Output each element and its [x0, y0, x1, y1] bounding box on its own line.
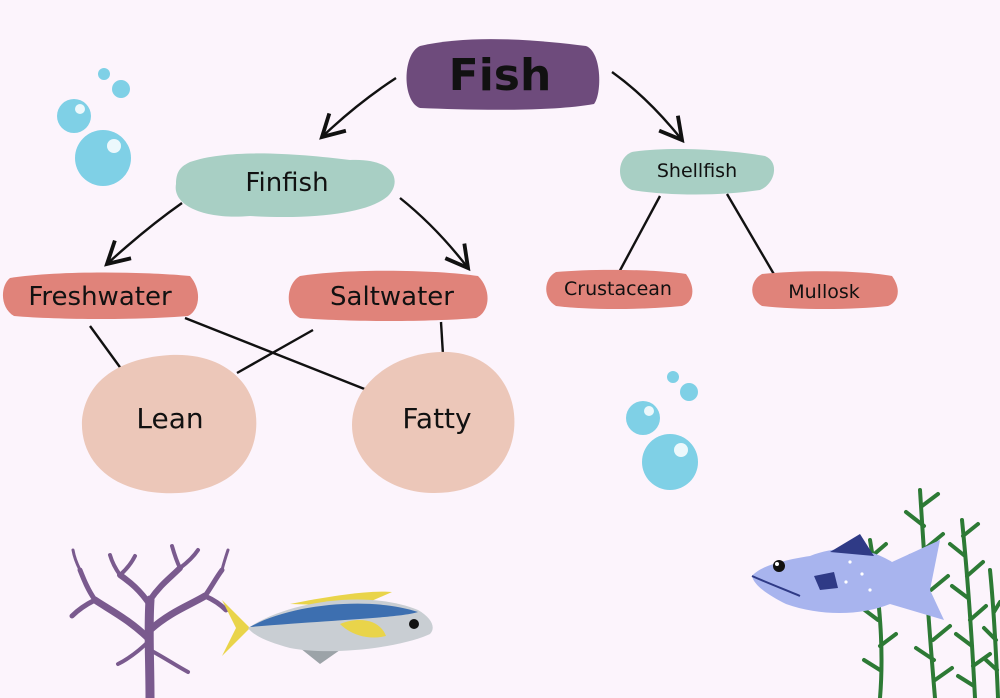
node-freshwater-label: Freshwater	[28, 282, 172, 312]
line-shellfish-to-crustacean	[615, 195, 662, 277]
connectors	[89, 71, 777, 392]
bubbles-right-icon	[626, 371, 698, 490]
line-shellfish-to-mullosk	[725, 193, 777, 277]
node-fatty-label: Fatty	[402, 402, 471, 435]
node-fish-shape	[406, 39, 600, 110]
node-freshwater: Freshwater	[2, 272, 199, 319]
node-mullosk-label: Mullosk	[788, 281, 860, 303]
node-mullosk-shape	[752, 271, 898, 309]
node-fatty-shape	[352, 351, 515, 494]
node-lean-shape	[81, 354, 257, 494]
node-shellfish-shape	[620, 149, 775, 195]
node-fatty: Fatty	[352, 351, 515, 494]
node-finfish-shape	[175, 153, 395, 218]
node-finfish-label: Finfish	[245, 168, 328, 198]
node-mullosk: Mullosk	[752, 271, 898, 309]
node-saltwater-label: Saltwater	[330, 282, 454, 312]
tuna-fish-icon	[222, 591, 433, 664]
line-freshwater-to-lean	[89, 325, 123, 371]
arrow-fish-to-shellfish	[611, 71, 685, 144]
line-saltwater-to-lean	[236, 328, 314, 375]
node-saltwater: Saltwater	[288, 270, 488, 321]
node-lean-label: Lean	[136, 402, 203, 435]
node-freshwater-shape	[2, 272, 199, 319]
node-crustacean-shape	[546, 269, 693, 309]
node-crustacean-label: Crustacean	[564, 278, 672, 300]
line-freshwater-to-fatty	[184, 316, 368, 392]
arrow-finfish-to-freshwater	[104, 202, 183, 267]
arrow-fish-to-finfish	[319, 76, 397, 140]
arrow-finfish-to-saltwater	[399, 197, 471, 272]
node-finfish: Finfish	[175, 153, 395, 218]
line-saltwater-to-fatty	[439, 321, 445, 356]
node-fish: Fish	[406, 39, 600, 110]
node-lean: Lean	[81, 354, 257, 494]
blue-fish-icon	[751, 534, 944, 620]
node-crustacean: Crustacean	[546, 269, 693, 309]
coral-icon	[69, 544, 230, 698]
bubbles-top-left-icon	[57, 68, 131, 186]
node-fish-label: Fish	[449, 50, 552, 101]
node-shellfish-label: Shellfish	[657, 160, 737, 182]
node-shellfish: Shellfish	[620, 149, 775, 195]
node-saltwater-shape	[288, 270, 488, 321]
